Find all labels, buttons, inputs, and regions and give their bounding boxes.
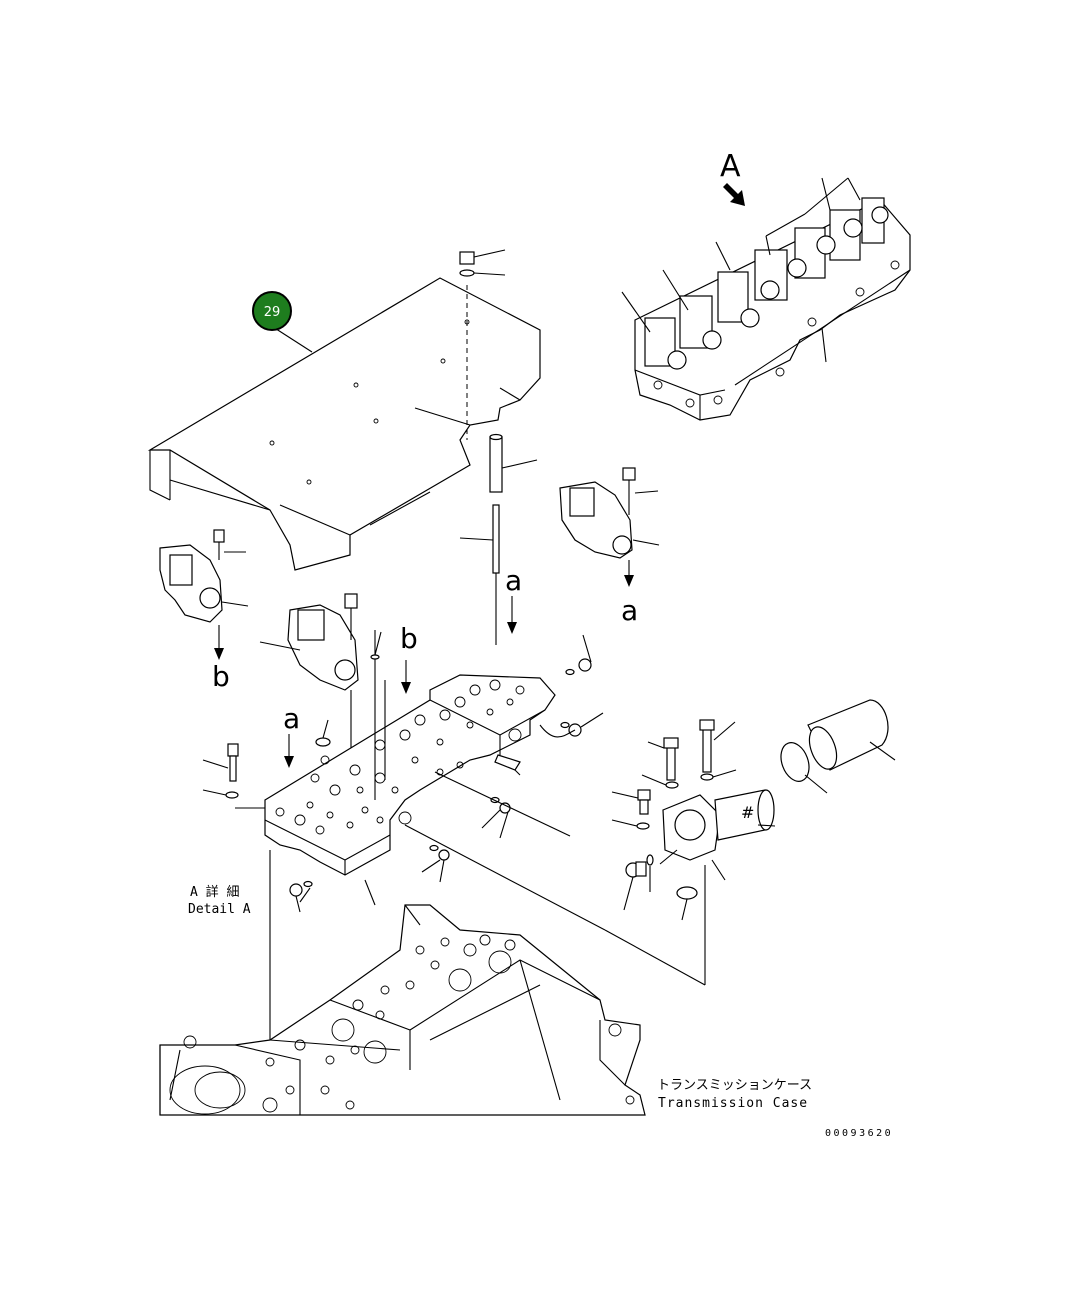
left-solenoid-valve: b bbox=[159, 529, 249, 693]
detail-label-jp: A 詳 細 bbox=[190, 884, 239, 900]
callout-circle bbox=[252, 291, 292, 331]
detail-label-en: Detail A bbox=[188, 902, 251, 917]
letter-b-left: b bbox=[212, 660, 230, 693]
svg-text:#: # bbox=[741, 803, 754, 822]
solenoid-stack bbox=[644, 197, 889, 370]
valve-fittings bbox=[289, 634, 604, 913]
detail-a-view: A bbox=[621, 149, 911, 421]
cover-plate bbox=[147, 277, 541, 571]
transmission-case-caption: トランスミッションケース Transmission Case bbox=[657, 1078, 812, 1111]
arrow-a-left: a bbox=[283, 702, 300, 768]
case-label-jp: トランスミッションケース bbox=[657, 1078, 812, 1093]
cover-fasteners bbox=[459, 249, 538, 645]
callout-29-badge[interactable]: 29 bbox=[252, 291, 292, 331]
case-ports bbox=[183, 934, 635, 1113]
case-label-en: Transmission Case bbox=[658, 1096, 808, 1111]
detail-a-caption: A 詳 細 Detail A bbox=[188, 884, 251, 917]
left-bolt bbox=[202, 743, 239, 799]
right-solenoid-valve: a bbox=[559, 467, 660, 627]
view-letter-a: A bbox=[720, 149, 741, 184]
letter-a-center: a bbox=[505, 564, 522, 597]
callout-number: 29 bbox=[264, 305, 281, 320]
filter-assembly: # bbox=[611, 699, 896, 921]
letter-a-left: a bbox=[283, 702, 300, 735]
center-solenoid-valve: b bbox=[259, 593, 418, 832]
transmission-case bbox=[159, 904, 646, 1116]
arrow-a-center: a bbox=[505, 564, 522, 634]
leader-lines bbox=[235, 771, 706, 1040]
letter-b-center: b bbox=[400, 622, 418, 655]
drawing-number: 00093620 bbox=[825, 1128, 893, 1139]
letter-a-right: a bbox=[621, 594, 638, 627]
view-arrow-icon bbox=[723, 183, 745, 206]
main-valve-body bbox=[264, 630, 556, 906]
